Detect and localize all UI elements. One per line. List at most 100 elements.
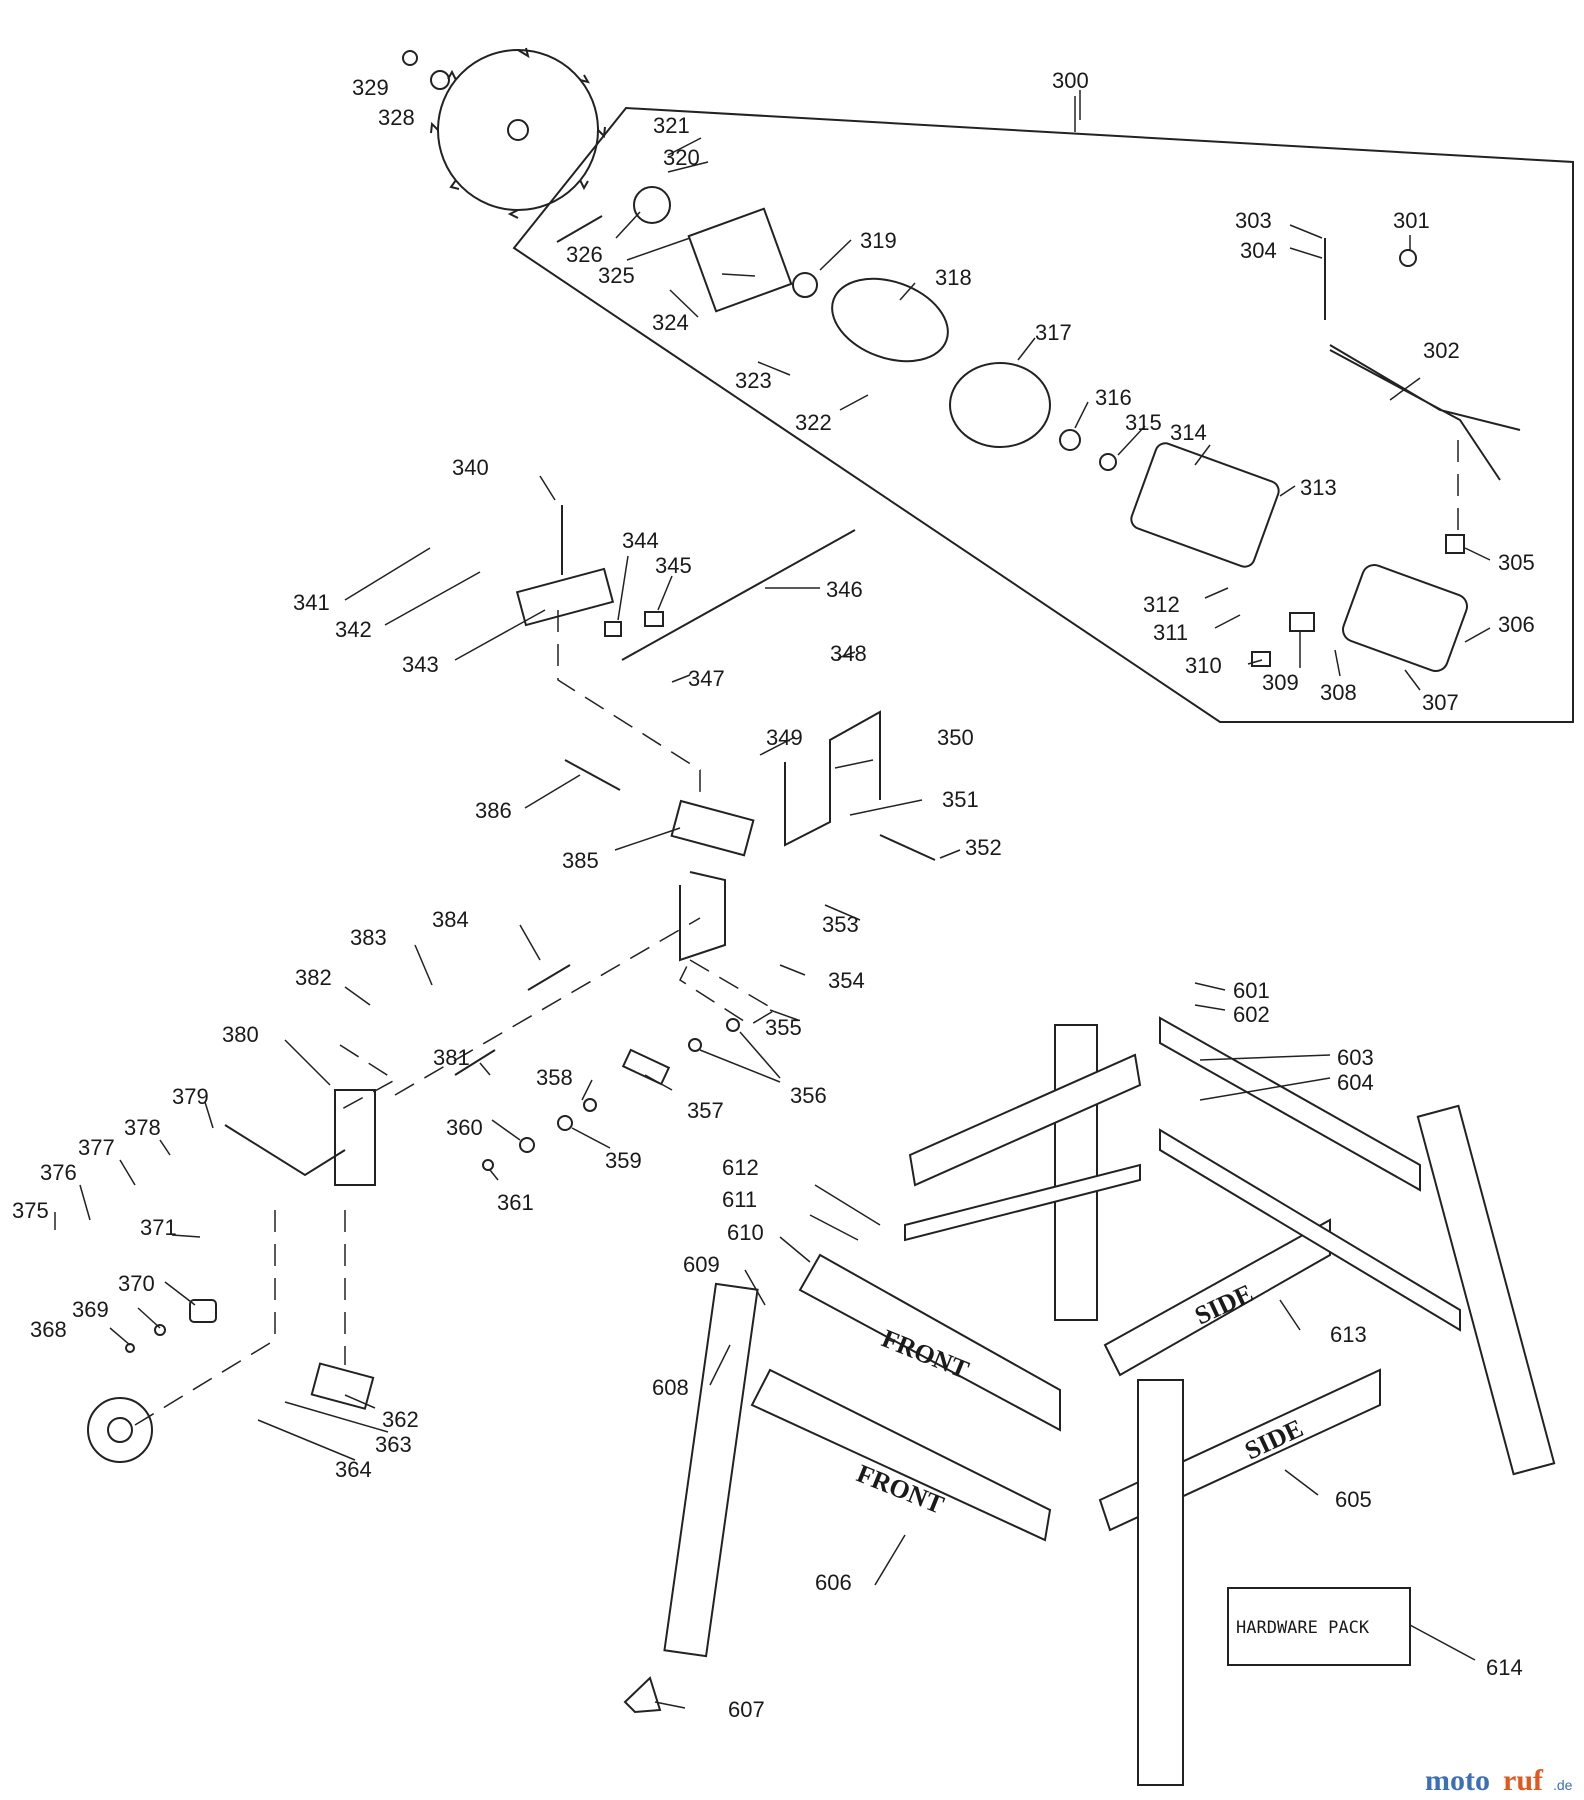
label-320: 320 bbox=[663, 145, 700, 170]
bracket-350 bbox=[784, 710, 881, 847]
label-321: 321 bbox=[653, 113, 690, 138]
label-382: 382 bbox=[295, 965, 332, 990]
label-605: 605 bbox=[1335, 1487, 1372, 1512]
knob-370 bbox=[189, 1299, 217, 1323]
bolt-352 bbox=[879, 834, 936, 861]
washer-356b bbox=[726, 1018, 740, 1032]
label-302: 302 bbox=[1423, 338, 1460, 363]
label-300: 300 bbox=[1052, 68, 1089, 93]
gear-housing bbox=[687, 207, 793, 313]
label-356: 356 bbox=[790, 1083, 827, 1108]
label-369: 369 bbox=[72, 1297, 109, 1322]
plate-362 bbox=[310, 1362, 375, 1410]
label-310: 310 bbox=[1185, 653, 1222, 678]
label-314: 314 bbox=[1170, 420, 1207, 445]
strain-relief bbox=[1445, 534, 1465, 554]
label-307: 307 bbox=[1422, 690, 1459, 715]
label-614: 614 bbox=[1486, 1655, 1523, 1680]
front-rail-upper bbox=[798, 1253, 1061, 1432]
washer-359 bbox=[557, 1115, 573, 1131]
label-324: 324 bbox=[652, 310, 689, 335]
link-357 bbox=[621, 1048, 671, 1086]
blade-washer bbox=[430, 70, 450, 90]
label-329: 329 bbox=[352, 75, 389, 100]
label-607: 607 bbox=[728, 1697, 765, 1722]
label-303: 303 bbox=[1235, 208, 1272, 233]
rear-rail-lower bbox=[904, 1163, 1141, 1242]
brush-holder bbox=[1289, 612, 1315, 632]
washer-369 bbox=[154, 1324, 166, 1336]
svg-text:moto: moto bbox=[1425, 1764, 1490, 1797]
svg-text:ruf: ruf bbox=[1503, 1764, 1544, 1797]
label-606: 606 bbox=[815, 1570, 852, 1595]
label-316: 316 bbox=[1095, 385, 1132, 410]
label-610: 610 bbox=[727, 1220, 764, 1245]
clip-344 bbox=[604, 621, 622, 637]
label-340: 340 bbox=[452, 455, 489, 480]
label-604: 604 bbox=[1337, 1070, 1374, 1095]
label-341: 341 bbox=[293, 590, 330, 615]
label-381: 381 bbox=[433, 1045, 470, 1070]
part-labels: 300 301 302 303 304 305 306 307 308 309 … bbox=[12, 68, 1535, 1722]
label-603: 603 bbox=[1337, 1045, 1374, 1070]
label-357: 357 bbox=[687, 1098, 724, 1123]
label-348: 348 bbox=[830, 641, 867, 666]
label-601: 601 bbox=[1233, 978, 1270, 1003]
label-328: 328 bbox=[378, 105, 415, 130]
watermark-logo: moto ruf .de bbox=[1425, 1764, 1573, 1797]
label-318: 318 bbox=[935, 265, 972, 290]
bracket-380 bbox=[334, 1089, 376, 1186]
label-377: 377 bbox=[78, 1135, 115, 1160]
label-384: 384 bbox=[432, 907, 469, 932]
label-359: 359 bbox=[605, 1148, 642, 1173]
label-312: 312 bbox=[1143, 592, 1180, 617]
label-375: 375 bbox=[12, 1198, 49, 1223]
blade-nut bbox=[402, 50, 418, 66]
washer-360 bbox=[519, 1137, 535, 1153]
bearing-316 bbox=[1059, 429, 1081, 451]
leg-rear-right bbox=[1416, 1104, 1556, 1476]
bracket-343 bbox=[515, 567, 615, 627]
label-345: 345 bbox=[655, 553, 692, 578]
motor-cover bbox=[1342, 563, 1468, 673]
label-364: 364 bbox=[335, 1457, 372, 1482]
label-342: 342 bbox=[335, 617, 372, 642]
rod-386 bbox=[564, 759, 621, 791]
washer-361 bbox=[482, 1159, 494, 1171]
label-351: 351 bbox=[942, 787, 979, 812]
hardware-pack-label: HARDWARE PACK bbox=[1236, 1618, 1370, 1638]
brush bbox=[1251, 651, 1271, 667]
washer-368 bbox=[125, 1343, 135, 1353]
label-325: 325 bbox=[598, 263, 635, 288]
bearing-319 bbox=[792, 272, 818, 298]
washer-356a bbox=[688, 1038, 702, 1052]
label-317: 317 bbox=[1035, 320, 1072, 345]
leg-front-right bbox=[1137, 1379, 1184, 1786]
label-379: 379 bbox=[172, 1084, 209, 1109]
label-344: 344 bbox=[622, 528, 659, 553]
hardware-pack-box bbox=[1227, 1587, 1411, 1666]
label-363: 363 bbox=[375, 1432, 412, 1457]
label-608: 608 bbox=[652, 1375, 689, 1400]
label-611: 611 bbox=[722, 1187, 757, 1212]
shaft-384 bbox=[527, 964, 571, 991]
label-326: 326 bbox=[566, 242, 603, 267]
side-rail-top-left bbox=[1159, 1128, 1461, 1332]
foot-607 bbox=[623, 1676, 662, 1714]
side-rail-top-right bbox=[1159, 1016, 1421, 1192]
clip-345 bbox=[644, 611, 664, 627]
wire-nut bbox=[1399, 249, 1417, 267]
label-301: 301 bbox=[1393, 208, 1430, 233]
label-306: 306 bbox=[1498, 612, 1535, 637]
rear-rail-upper bbox=[908, 1053, 1142, 1187]
label-347: 347 bbox=[688, 666, 725, 691]
label-602: 602 bbox=[1233, 1002, 1270, 1027]
label-353: 353 bbox=[822, 912, 859, 937]
leader-lines bbox=[54, 90, 1491, 1709]
label-378: 378 bbox=[124, 1115, 161, 1140]
label-315: 315 bbox=[1125, 410, 1162, 435]
label-362: 362 bbox=[382, 1407, 419, 1432]
label-371: 371 bbox=[140, 1215, 177, 1240]
label-613: 613 bbox=[1330, 1322, 1367, 1347]
label-309: 309 bbox=[1262, 670, 1299, 695]
